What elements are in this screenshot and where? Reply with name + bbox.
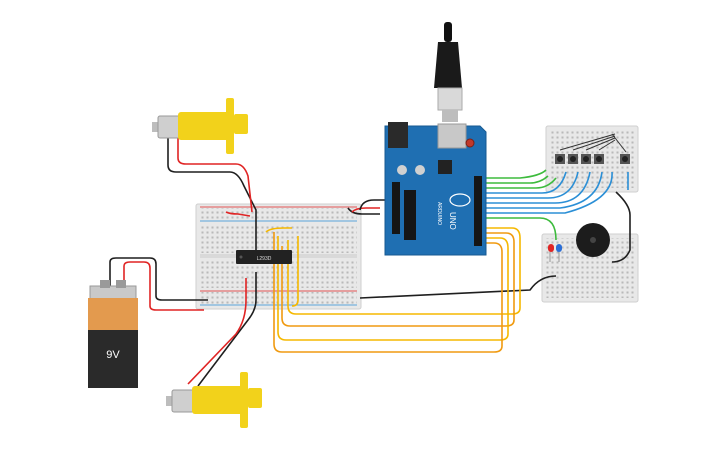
arduino-brand-label: ARDUINO: [436, 202, 442, 225]
power-wires: [109, 132, 388, 387]
control-wires: [265, 227, 521, 353]
push-button[interactable]: [581, 154, 591, 164]
push-buttons[interactable]: [555, 133, 630, 164]
dc-motor-bottom[interactable]: [166, 372, 262, 428]
piezo-buzzer[interactable]: [576, 223, 610, 257]
push-button[interactable]: [555, 154, 565, 164]
signal-wires: [359, 169, 631, 299]
chip-label: L293D: [257, 256, 272, 262]
push-button[interactable]: [620, 154, 630, 164]
arduino-uno-board[interactable]: ARDUINO UNO: [384, 22, 487, 256]
push-button[interactable]: [594, 154, 604, 164]
dc-motor-top[interactable]: [152, 98, 248, 154]
usb-cable[interactable]: [434, 22, 463, 122]
led-blue[interactable]: [556, 244, 562, 262]
battery-9v[interactable]: 9V: [88, 280, 138, 388]
motor-driver-chip[interactable]: L293D: [236, 250, 292, 264]
arduino-model-label: UNO: [448, 212, 457, 230]
led-red[interactable]: [548, 244, 554, 262]
battery-label: 9V: [106, 349, 120, 361]
push-button[interactable]: [568, 154, 578, 164]
